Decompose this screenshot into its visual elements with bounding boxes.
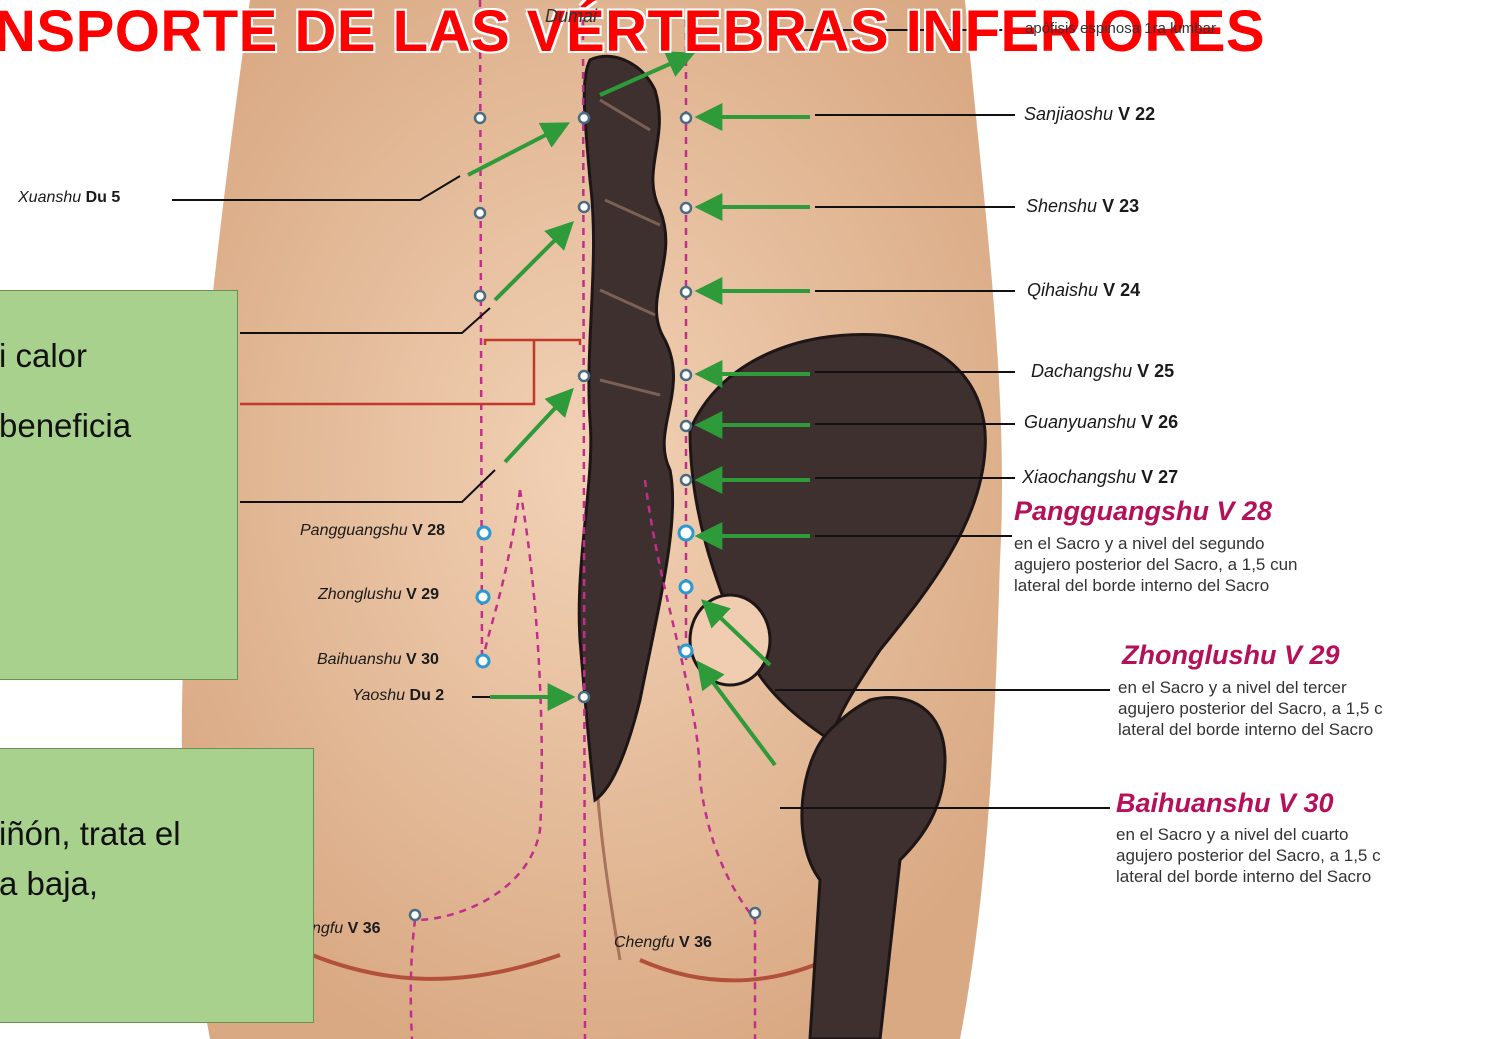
reference-bracket	[240, 338, 582, 406]
highlight-title-pangguangshu: Pangguangshu V 28	[1014, 496, 1273, 526]
green-arrows	[467, 51, 810, 767]
note-2-line-1: iñón, trata el	[0, 815, 181, 852]
highlight-markers	[475, 524, 695, 669]
leader-lines	[172, 29, 1110, 809]
point-markers	[408, 111, 762, 922]
point-label-dachangshu: Dachangshu V 25	[1031, 361, 1175, 381]
point-label-xuanshu: Xuanshu Du 5	[18, 189, 121, 206]
point-label-baihuanshu-left: Baihuanshu V 30	[317, 651, 439, 668]
femur-bone	[800, 696, 947, 1039]
highlight-desc-baihuanshu: en el Sacro y a nivel del cuarto agujero…	[1116, 825, 1381, 886]
note-box-2: iñón, trata el a baja,	[0, 748, 314, 1023]
apofisis-label: apófisis espinosa 1ra lumbar	[1025, 20, 1216, 37]
meridian-lines	[409, 0, 757, 1039]
point-label-pangguangshu-left: Pangguangshu V 28	[300, 522, 446, 539]
point-label-zhonglushu-left: Zhonglushu V 29	[318, 586, 439, 603]
highlight-desc-pangguangshu: en el Sacro y a nivel del segundo agujer…	[1014, 534, 1298, 595]
meridian-label-dumai: Dumai	[545, 6, 598, 26]
acetabulum	[688, 593, 772, 687]
note-1-line-1: i calor	[0, 337, 88, 374]
highlight-title-baihuanshu: Baihuanshu V 30	[1116, 788, 1334, 818]
point-label-shenshu: Shenshu V 23	[1026, 196, 1140, 216]
note-1-line-2: beneficia	[0, 407, 132, 444]
note-2-line-2: a baja,	[0, 865, 99, 902]
note-box-1: i calor beneficia	[0, 290, 238, 680]
point-label-sanjiaoshu: Sanjiaoshu V 22	[1024, 104, 1156, 124]
point-label-qihaishu: Qihaishu V 24	[1027, 280, 1141, 300]
gluteal-fold-left	[299, 948, 561, 981]
highlight-desc-zhonglushu: en el Sacro y a nivel del tercer agujero…	[1118, 678, 1383, 739]
lumbar-spine	[577, 54, 675, 803]
point-label-chengfu-left: ngfu V 36	[312, 920, 381, 937]
point-label-chengfu-right: Chengfu V 36	[614, 934, 712, 951]
point-label-xiaochangshu: Xiaochangshu V 27	[1022, 467, 1179, 487]
highlight-title-zhonglushu: Zhonglushu V 29	[1122, 640, 1340, 670]
point-label-yaoshu: Yaoshu Du 2	[352, 687, 445, 704]
slide-title: NSPORTE DE LAS VÉRTEBRAS INFERIORES	[0, 0, 1266, 64]
point-label-guanyuanshu: Guanyuanshu V 26	[1024, 412, 1179, 432]
